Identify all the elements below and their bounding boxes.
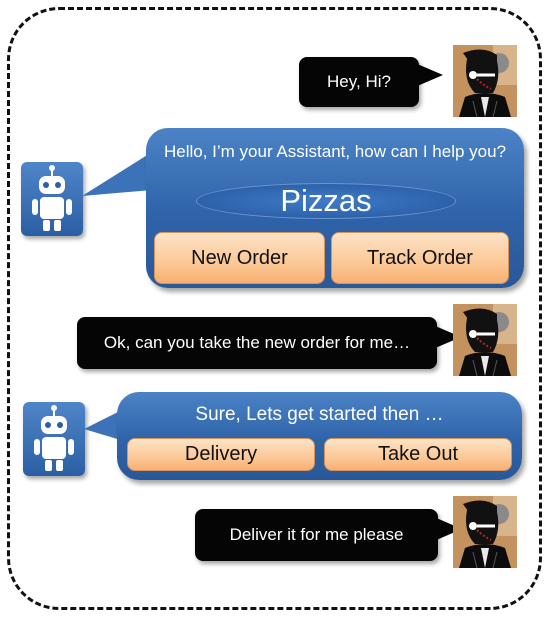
user-avatar-icon	[453, 496, 517, 568]
robot-icon	[23, 402, 85, 476]
new-order-button[interactable]: New Order	[154, 232, 325, 284]
assistant-message-2-text: Sure, Lets get started then …	[195, 404, 444, 425]
user-message-3-text: Deliver it for me please	[229, 525, 404, 544]
category-pizzas[interactable]: Pizzas	[196, 183, 456, 219]
user-message-2-text: Ok, can you take the new order for me…	[103, 333, 411, 352]
assistant-bubble-tail	[84, 409, 124, 441]
assistant-greeting: Hello, I’m your Assistant, how can I hel…	[163, 142, 507, 161]
chat-frame	[7, 7, 542, 610]
user-message-1-text: Hey, Hi?	[327, 72, 391, 91]
user-avatar-icon	[453, 45, 517, 117]
assistant-bubble-tail	[82, 152, 152, 196]
take-out-button[interactable]: Take Out	[324, 438, 512, 471]
robot-icon	[21, 162, 83, 236]
user-message-1: Hey, Hi?	[299, 57, 443, 107]
user-message-2: Ok, can you take the new order for me…	[77, 317, 461, 369]
user-avatar-icon	[453, 304, 517, 376]
user-message-3: Deliver it for me please	[195, 509, 462, 561]
assistant-message-2: Sure, Lets get started then … Delivery T…	[117, 392, 522, 480]
bubble-tail	[415, 63, 443, 87]
track-order-button[interactable]: Track Order	[331, 232, 509, 284]
assistant-message-1: Hello, I’m your Assistant, how can I hel…	[146, 128, 524, 288]
delivery-button[interactable]: Delivery	[127, 438, 315, 471]
